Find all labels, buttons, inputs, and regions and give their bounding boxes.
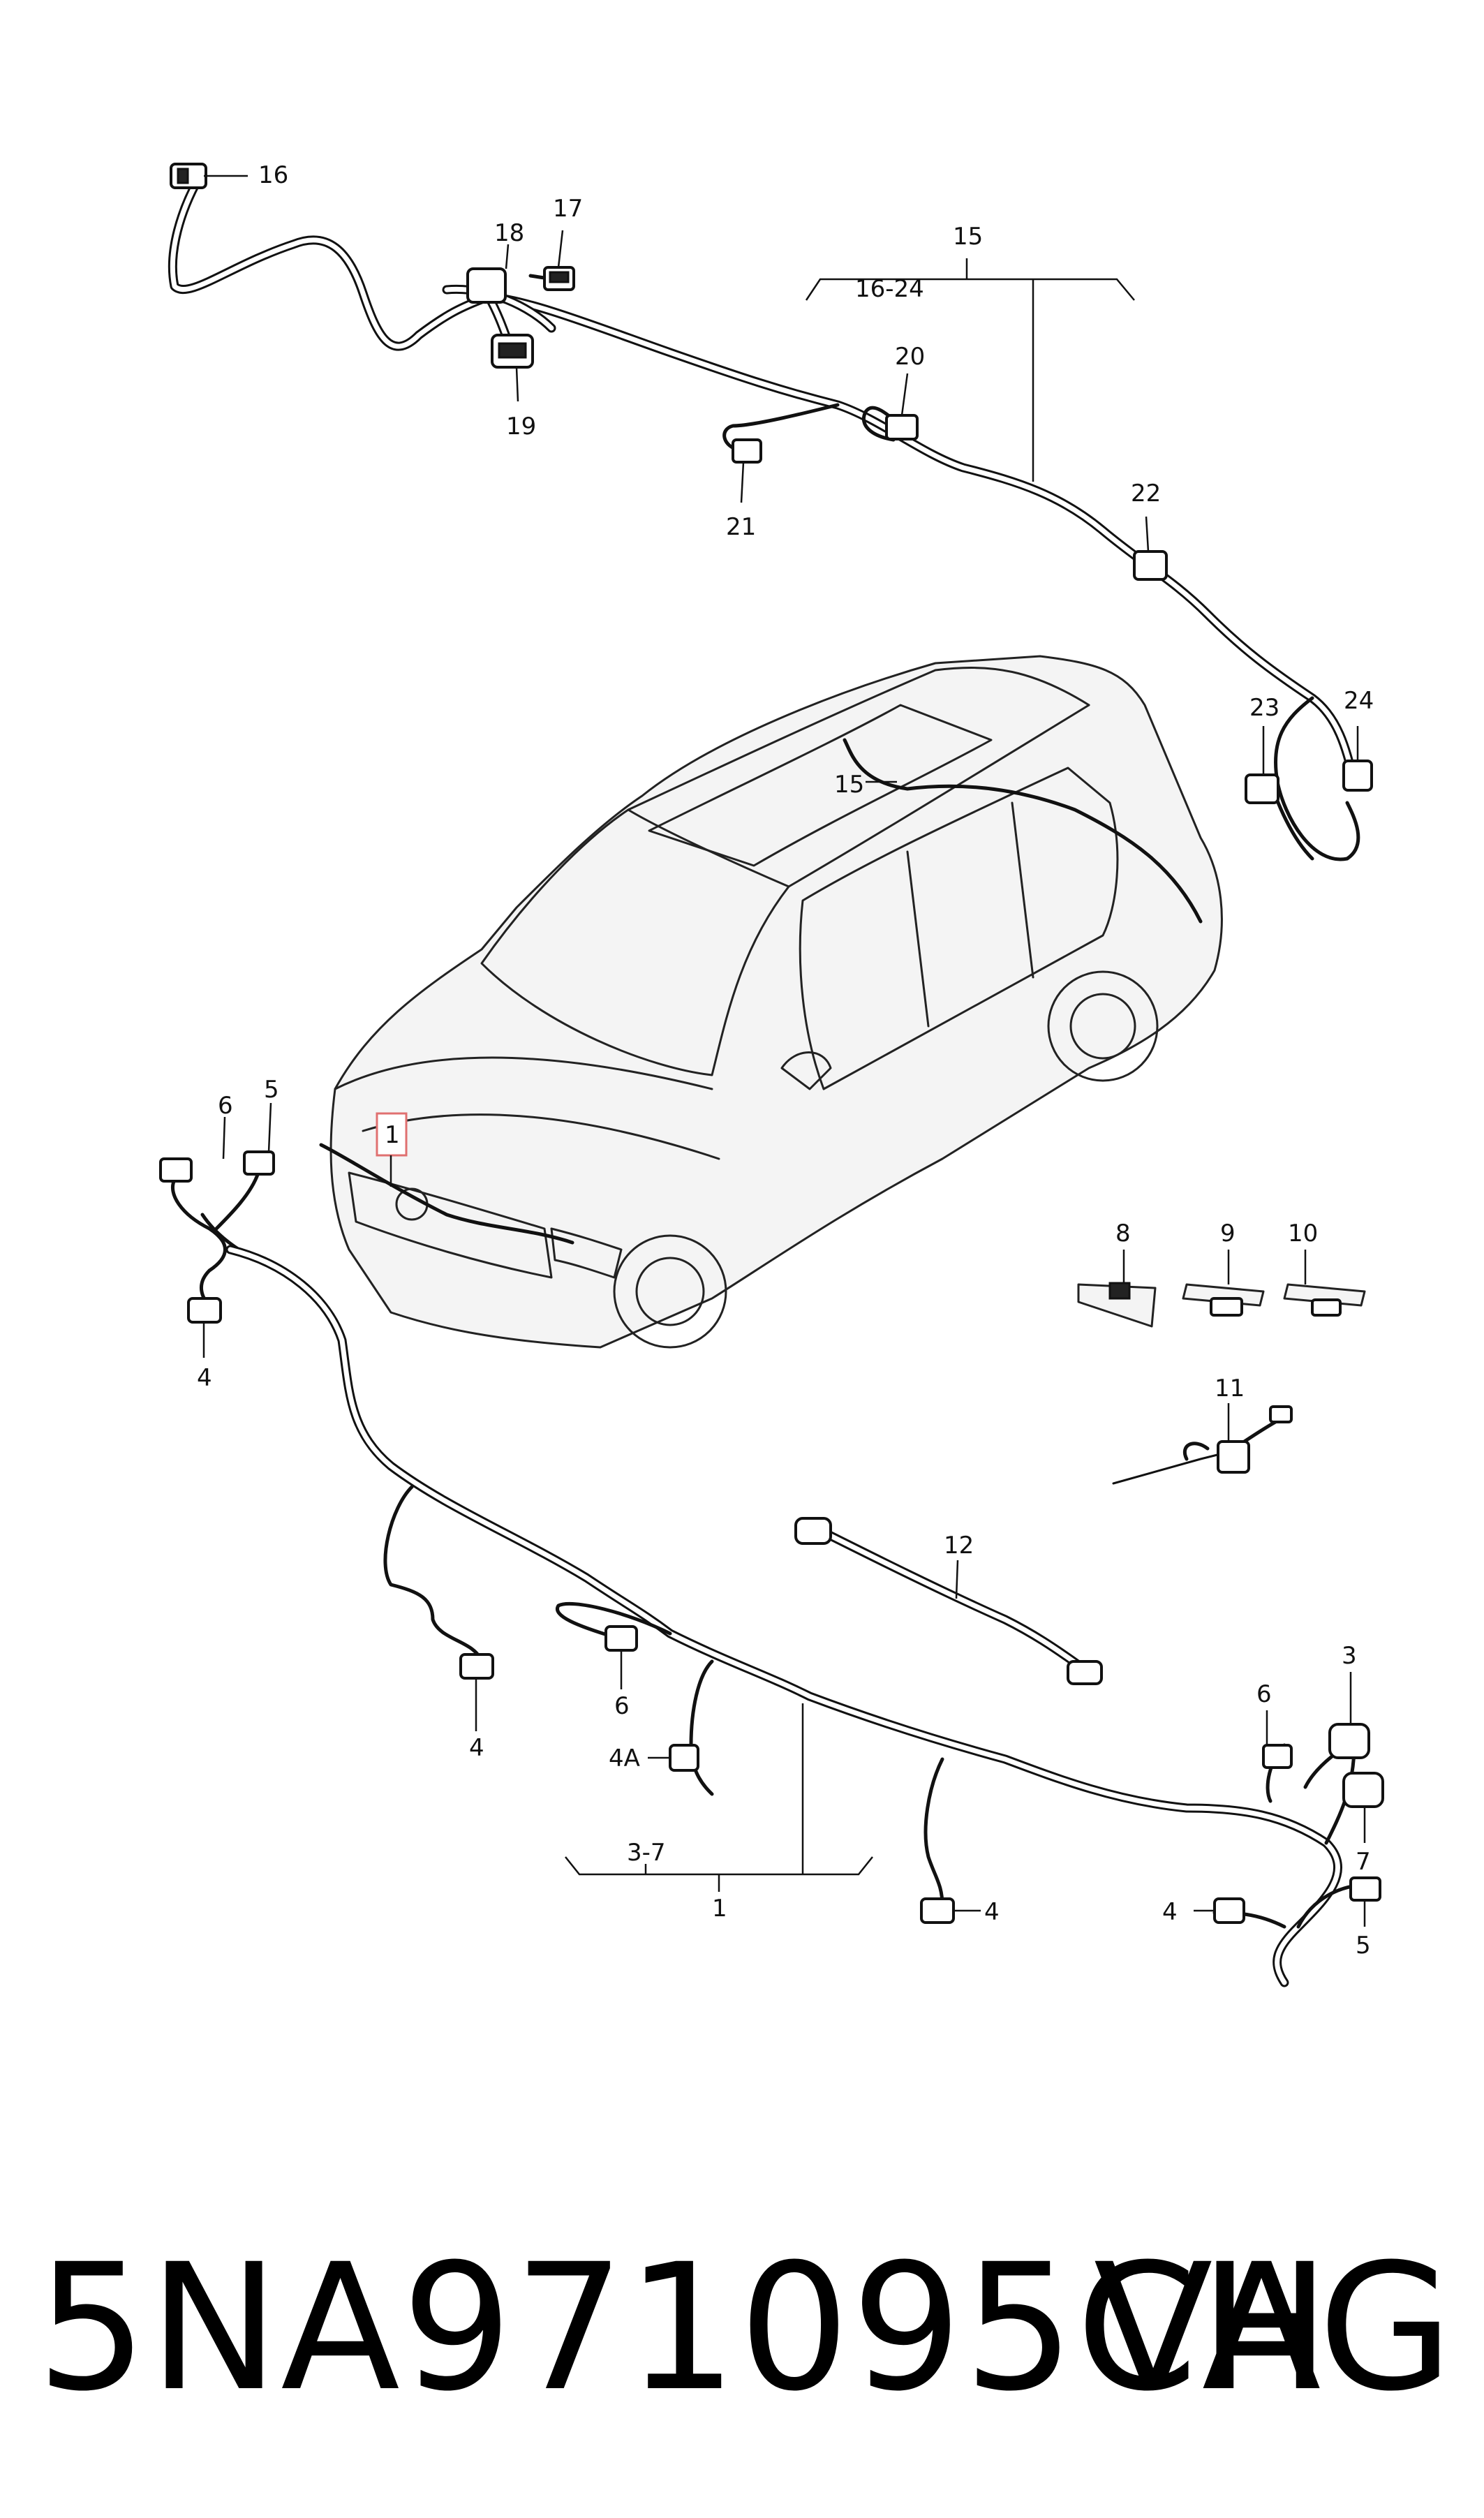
item-12: [794, 1517, 1103, 1685]
label-20: 20: [895, 343, 925, 371]
label-11: 11: [1215, 1375, 1245, 1402]
label-1-box: 1: [385, 1121, 400, 1149]
label-7-right: 7: [1356, 1848, 1371, 1876]
label-16: 16: [258, 161, 288, 189]
label-4-left: 4: [197, 1364, 212, 1392]
rear-harness-15: [168, 163, 1373, 861]
item-11: [1112, 1403, 1293, 1485]
connector-22-icon: [1133, 550, 1168, 581]
label-21: 21: [726, 513, 756, 541]
vehicle-illustration: [319, 655, 1223, 1349]
connector-24-icon: [1342, 760, 1373, 792]
label-4-lower: 4: [984, 1898, 1000, 1926]
sensor-7-right-icon: [1342, 1772, 1384, 1808]
label-4-right: 4: [1162, 1898, 1178, 1926]
label-12: 12: [944, 1532, 974, 1560]
label-6-right: 6: [1256, 1680, 1272, 1708]
part-number: 5NA971095CH: [36, 2226, 1332, 2429]
sensor-6-mid-icon: [604, 1625, 638, 1652]
label-17: 17: [553, 195, 583, 223]
label-9: 9: [1220, 1220, 1236, 1247]
label-23: 23: [1249, 694, 1279, 722]
front-harness-1: [225, 1245, 1384, 1987]
brand-name: VAG: [1093, 2226, 1453, 2429]
bracket-9-icon: [1182, 1283, 1265, 1307]
callout-labels: 16 17 18 19 15 16-24 20 21 22 23 24 15 1…: [197, 161, 1374, 1960]
connector-18-icon: [466, 267, 507, 304]
sensor-5-left-icon: [243, 1150, 275, 1176]
sensor-4-left-icon: [187, 1297, 222, 1324]
sensor-4-lower-icon: [920, 1897, 955, 1924]
callout-box-1: [376, 1112, 408, 1157]
front-left-sensors: [159, 1102, 275, 1358]
label-3-7: 3-7: [627, 1839, 666, 1867]
label-1-main: 1: [712, 1895, 727, 1923]
label-15-car: 15: [834, 771, 864, 799]
label-4a: 4A: [609, 1745, 640, 1772]
label-5-left: 5: [264, 1076, 279, 1104]
label-6-mid: 6: [614, 1692, 630, 1720]
sensor-6-left-icon: [159, 1157, 193, 1183]
connector-20-icon: [885, 414, 919, 440]
connector-21-icon: [732, 438, 762, 464]
label-8: 8: [1115, 1220, 1131, 1247]
label-24: 24: [1344, 687, 1374, 715]
label-4-mid: 4: [469, 1734, 484, 1762]
sensor-4-right-icon: [1213, 1897, 1245, 1924]
sensor-4-mid-icon: [459, 1653, 494, 1680]
label-22: 22: [1131, 480, 1161, 508]
connector-11-icon: [1217, 1440, 1250, 1474]
sensor-6-right-icon: [1262, 1744, 1293, 1769]
sensor-3-right-icon: [1328, 1723, 1370, 1759]
label-5-right: 5: [1356, 1932, 1371, 1960]
cable-12-end-a-icon: [794, 1517, 832, 1545]
label-19: 19: [506, 413, 536, 440]
label-3-right: 3: [1342, 1642, 1357, 1670]
label-16-24: 16-24: [855, 275, 924, 303]
label-6-left: 6: [218, 1092, 233, 1120]
cable-12-end-b-icon: [1067, 1660, 1103, 1685]
sensor-4a-icon: [669, 1744, 699, 1772]
connector-23-icon: [1245, 773, 1279, 804]
sensor-5-right-icon: [1349, 1876, 1381, 1902]
bracket-10-icon: [1283, 1283, 1366, 1307]
brackets-8-9-10: [1077, 1250, 1366, 1328]
label-15: 15: [953, 223, 983, 251]
label-18: 18: [494, 219, 524, 247]
label-10: 10: [1288, 1220, 1318, 1247]
